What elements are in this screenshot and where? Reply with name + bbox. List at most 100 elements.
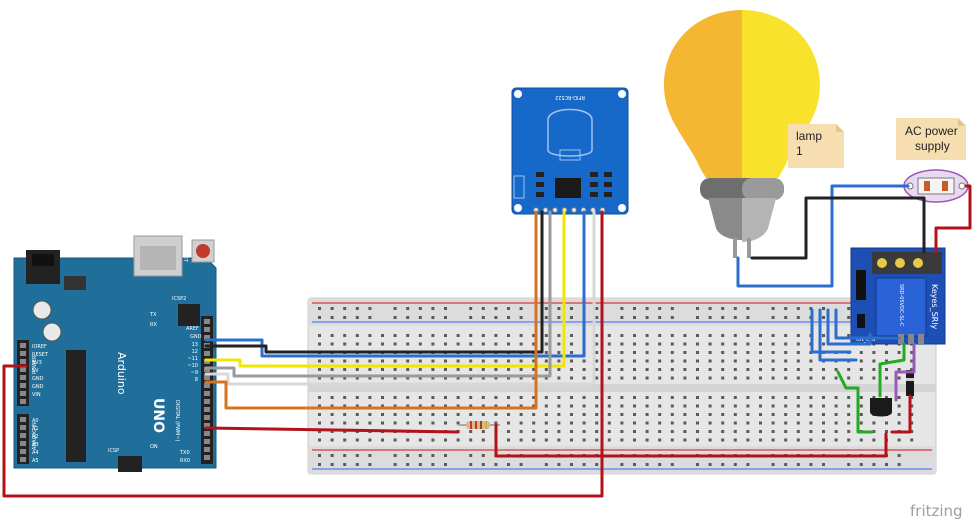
- breadboard-hole: [318, 413, 321, 416]
- breadboard-rail-hole: [859, 463, 863, 466]
- pin-label: 5V: [32, 368, 39, 374]
- breadboard-hole: [557, 396, 561, 399]
- breadboard-hole: [645, 421, 649, 425]
- breadboard-hole: [784, 368, 788, 371]
- breadboard-hole: [330, 334, 334, 337]
- breadboard-rail-hole: [343, 316, 347, 319]
- breadboard-hole: [696, 404, 699, 408]
- breadboard-hole: [507, 413, 510, 416]
- pin-label: 3V3: [32, 360, 42, 366]
- breadboard-rail-hole: [570, 307, 573, 310]
- breadboard-hole: [847, 421, 851, 425]
- breadboard-hole: [519, 359, 523, 363]
- breadboard-hole: [519, 342, 523, 346]
- breadboard-hole: [897, 351, 901, 354]
- breadboard-hole: [607, 359, 611, 363]
- analog-header-pin: [20, 425, 26, 430]
- breadboard-hole: [318, 396, 321, 399]
- breadboard-hole: [859, 368, 863, 371]
- breadboard-rail-hole: [406, 454, 410, 457]
- diode: [906, 370, 914, 396]
- breadboard-hole: [595, 430, 599, 433]
- breadboard-rail-hole: [343, 454, 347, 457]
- breadboard-hole: [343, 334, 347, 337]
- digital-header-pin: [204, 351, 210, 356]
- breadboard-hole: [771, 421, 775, 425]
- breadboard-hole: [897, 404, 901, 408]
- breadboard-rail-hole: [544, 316, 548, 319]
- breadboard-hole: [696, 342, 699, 346]
- breadboard-hole: [418, 368, 422, 371]
- breadboard-rail-hole: [771, 316, 775, 319]
- breadboard-rail-hole: [355, 307, 359, 310]
- breadboard-rail-hole: [822, 463, 825, 466]
- breadboard-hole: [481, 396, 485, 399]
- breadboard-hole: [355, 368, 359, 371]
- breadboard-hole: [381, 404, 384, 408]
- breadboard-hole: [406, 396, 410, 399]
- breadboard-rail-hole: [670, 307, 674, 310]
- breadboard-hole: [771, 334, 775, 337]
- breadboard-rail-hole: [847, 307, 851, 310]
- breadboard-hole: [708, 413, 712, 416]
- breadboard-hole: [658, 359, 662, 363]
- breadboard-hole: [456, 342, 460, 346]
- breadboard-hole: [519, 368, 523, 371]
- breadboard-hole: [708, 334, 712, 337]
- breadboard-hole: [834, 421, 838, 425]
- rfid-module: RFID-RC522: [511, 87, 629, 215]
- breadboard-hole: [620, 421, 624, 425]
- breadboard-hole: [343, 438, 347, 442]
- breadboard-hole: [368, 376, 372, 380]
- breadboard-rail-hole: [418, 454, 422, 457]
- breadboard-hole: [444, 376, 447, 380]
- digital-header-pin: [204, 439, 210, 444]
- breadboard-rail-hole: [696, 316, 699, 319]
- pin-label: 12: [192, 349, 198, 355]
- pin-label: A0: [32, 418, 39, 424]
- breadboard-hole: [519, 413, 523, 416]
- breadboard-hole: [859, 359, 863, 363]
- breadboard-rail-hole: [822, 307, 825, 310]
- breadboard-hole: [469, 334, 473, 337]
- breadboard-hole: [355, 396, 359, 399]
- breadboard-hole: [595, 342, 599, 346]
- wire-yellow-11: [204, 210, 566, 368]
- wire-black-lamp-to-relay: [750, 196, 926, 260]
- breadboard-hole: [330, 359, 334, 363]
- breadboard-hole: [607, 334, 611, 337]
- breadboard-hole: [494, 342, 498, 346]
- breadboard-hole: [784, 396, 788, 399]
- breadboard-hole: [696, 376, 699, 380]
- digital-header-pin: [204, 415, 210, 420]
- breadboard-hole: [847, 404, 851, 408]
- breadboard-hole: [469, 438, 473, 442]
- breadboard-rail-hole: [557, 463, 561, 466]
- breadboard-hole: [393, 404, 397, 408]
- breadboard-hole: [507, 359, 510, 363]
- breadboard-hole: [696, 368, 699, 371]
- pin-label: ~10: [187, 363, 198, 369]
- breadboard-hole: [633, 351, 636, 354]
- breadboard-hole: [318, 359, 321, 363]
- breadboard-hole: [897, 413, 901, 416]
- breadboard-hole: [330, 404, 334, 408]
- breadboard-rail-hole: [658, 307, 662, 310]
- breadboard-hole: [469, 404, 473, 408]
- breadboard-hole: [809, 368, 813, 371]
- breadboard-rail-hole: [368, 454, 372, 457]
- breadboard-hole: [796, 421, 800, 425]
- breadboard-hole: [418, 342, 422, 346]
- wire-blue-relay-4: [834, 308, 900, 340]
- breadboard-rail-hole: [708, 307, 712, 310]
- breadboard-hole: [507, 376, 510, 380]
- breadboard-hole: [809, 376, 813, 380]
- wire-gray-10: [204, 210, 552, 378]
- breadboard-hole: [507, 368, 510, 371]
- breadboard-rail-hole: [847, 316, 851, 319]
- breadboard-hole: [645, 334, 649, 337]
- breadboard-hole: [683, 342, 687, 346]
- breadboard-hole: [330, 413, 334, 416]
- breadboard-hole: [784, 334, 788, 337]
- breadboard-rail-hole: [809, 463, 813, 466]
